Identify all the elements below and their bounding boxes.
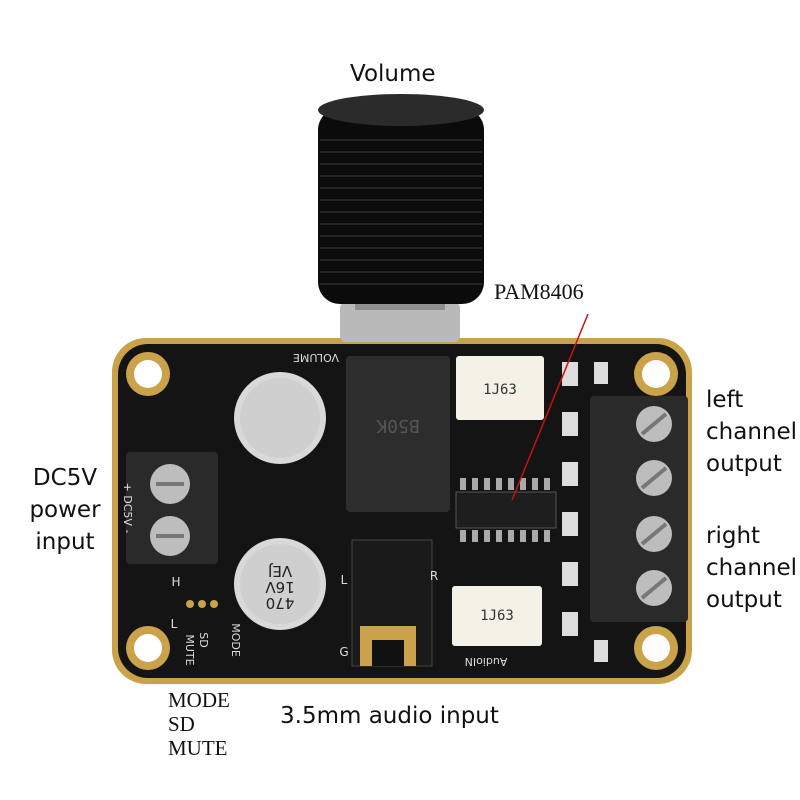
label-pin-mute: MUTE (168, 736, 228, 760)
chip-pins (460, 478, 550, 542)
label-power-input-line3: input (35, 529, 95, 555)
label-right-output: right channel output (706, 520, 797, 616)
label-power-input-line1: DC5V (32, 465, 98, 491)
volume-knob (318, 94, 484, 342)
silk-low: L (171, 617, 178, 631)
relay-top (456, 356, 544, 420)
label-power-input: DC5V power input (20, 462, 110, 558)
label-pin-mode: MODE (168, 688, 230, 712)
capacitor-top (234, 372, 326, 464)
cap-text-3: VEJ (268, 562, 292, 580)
potentiometer-code: B50K (376, 415, 420, 436)
smd-components (562, 362, 608, 662)
cap-text-2: 470 (266, 594, 295, 612)
silk-high: H (171, 575, 180, 589)
label-left-output: left channel output (706, 384, 797, 480)
label-pam8406: PAM8406 (494, 279, 584, 304)
label-volume: Volume (350, 61, 436, 87)
label-right-output-line2: channel (706, 555, 798, 581)
silk-right: R (430, 569, 438, 583)
audio-jack (351, 539, 433, 667)
silk-ground: G (339, 645, 348, 659)
relay-bottom-code: 1J63 (480, 608, 514, 624)
mounting-holes (126, 352, 678, 670)
silk-mute: MUTE (183, 634, 196, 665)
silk-sd: SD (197, 632, 210, 647)
label-pins: MODE SD MUTE (168, 688, 230, 760)
capacitor-bottom (234, 538, 326, 630)
label-left-output-line1: left (706, 387, 744, 413)
silk-dc: + DC5V - (121, 483, 134, 534)
label-right-output-line1: right (706, 523, 761, 549)
chip-leader-line (511, 313, 589, 501)
silk-audio-in: AudioIN (465, 655, 508, 668)
label-left-output-line2: channel (706, 419, 798, 445)
silk-mode: MODE (229, 623, 242, 657)
silk-volume: VOLUME (293, 351, 339, 364)
cap-text-1: 16V (265, 578, 295, 596)
label-pin-sd: SD (168, 712, 195, 736)
relay-top-code: 1J63 (483, 382, 517, 398)
power-terminal (126, 452, 218, 564)
label-left-output-line3: output (706, 451, 782, 477)
silk-left: L (341, 573, 348, 587)
output-terminal (590, 396, 688, 622)
label-power-input-line2: power (29, 497, 101, 523)
label-audio-input: 3.5mm audio input (280, 703, 499, 729)
relay-bottom (452, 586, 542, 646)
pam8406-chip (455, 491, 557, 529)
label-right-output-line3: output (706, 587, 782, 613)
potentiometer (346, 356, 450, 512)
pin-headers (186, 600, 218, 608)
